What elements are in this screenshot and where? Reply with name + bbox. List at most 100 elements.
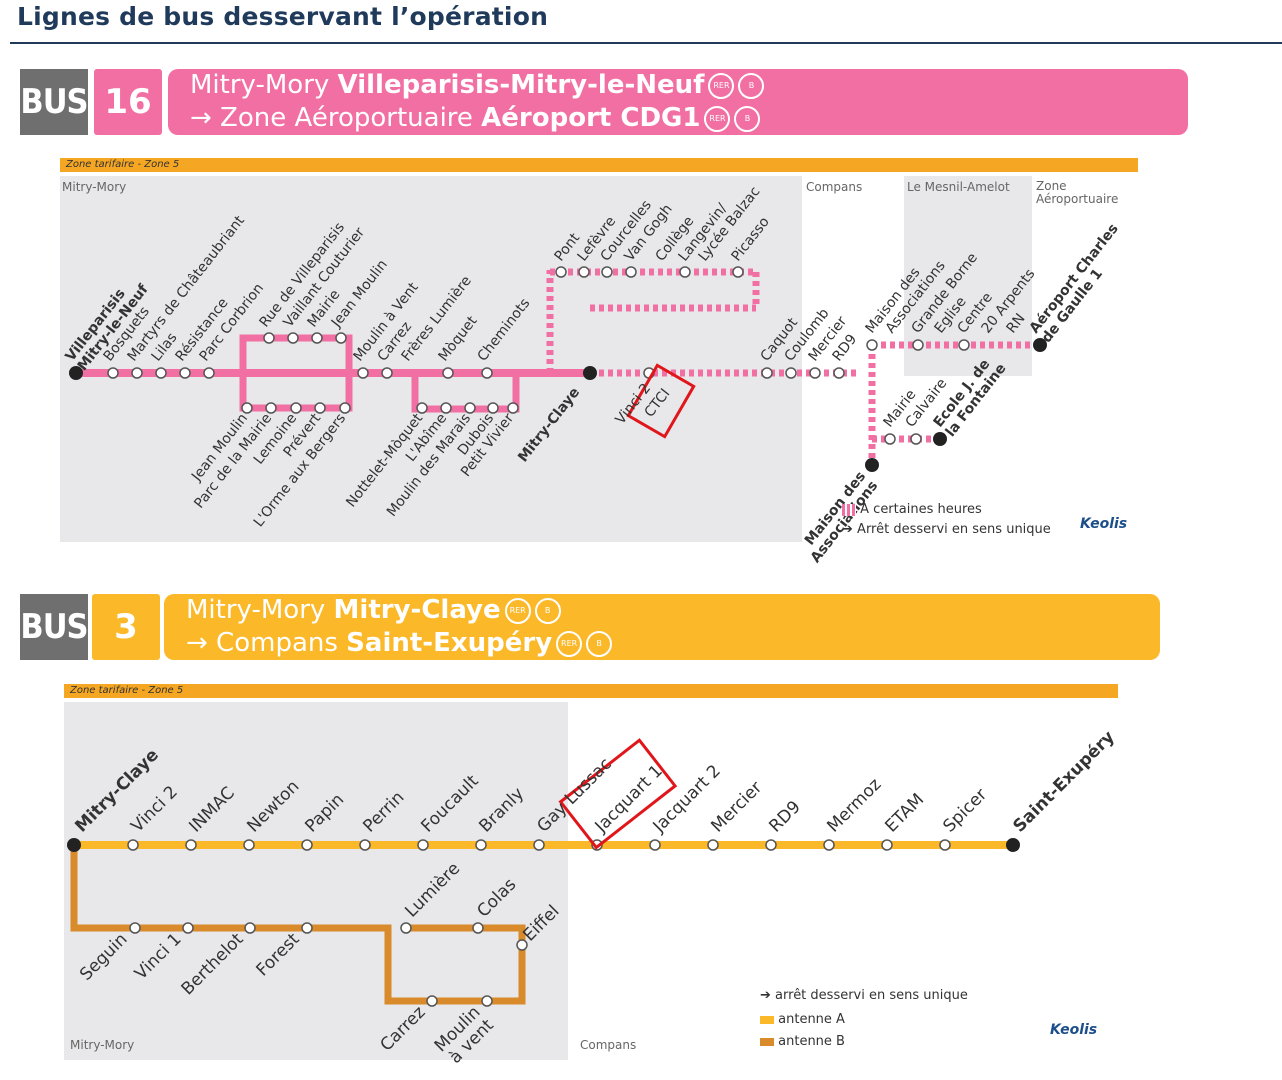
stop-label: Mercier [707,778,766,837]
stop-label: RD9 [765,797,804,836]
stop-label: Papin [301,790,348,837]
bus-3-bus-tag: BUS [20,594,89,660]
rer-b-icon: B [734,105,761,132]
legend-item: A certaines heures [842,502,982,517]
stop-marker [910,433,922,445]
stop-marker [649,839,661,851]
keolis-logo: Keolis [1050,1022,1098,1038]
stop-label: Seguin [76,929,131,984]
stop-marker [182,922,194,934]
page-title: Lignes de bus desservant l’opération [17,2,549,31]
stop-label: Carrez [377,1002,430,1055]
stop-marker [809,367,821,379]
stop-marker [555,266,567,278]
stop-marker [131,367,143,379]
bus-16-number: 16 [94,69,162,135]
legend-item: antenne B [760,1034,845,1049]
bus-3-to-stop: Saint-Exupéry [346,628,553,658]
stop-marker [601,266,613,278]
stop-label: Eiffel [519,901,563,945]
stop-marker [833,367,845,379]
stop-marker [400,922,412,934]
rer-b-icon: B [586,630,613,657]
stop-marker [426,995,438,1007]
stop-marker [785,367,797,379]
stop-marker [679,266,691,278]
bus-16-from-commune: Mitry-Mory [190,70,330,100]
bus-16-to-commune: → Zone Aéroportuaire [190,103,473,133]
stop-marker [464,402,476,414]
stop-marker [243,839,255,851]
stop-marker [823,839,835,851]
rer-icon: RER [708,72,735,99]
stop-label: Perrin [359,788,408,837]
stop-label: ETAM [881,790,928,837]
legend-label: Arrêt desservi en sens unique [857,522,1051,537]
bus-3-antenne-b-line [70,845,526,1005]
stop-marker [481,367,493,379]
stop-marker [287,332,299,344]
antenne-a-swatch [760,1015,774,1024]
stop-marker [155,367,167,379]
stop-label: Berthelot [178,929,248,999]
stop-marker [578,266,590,278]
stop-marker [507,402,519,414]
ctci-highlight [626,363,696,439]
stop-marker [533,839,545,851]
stop-marker [912,339,924,351]
stop-label: Branly [475,784,528,837]
stop-marker [241,402,253,414]
terminus-marker [933,432,947,446]
stop-marker [765,839,777,851]
stop-marker [884,433,896,445]
stop-label: Mermoz [823,774,885,836]
one-way-arrow-icon: ➔ [760,988,771,1003]
stop-marker [179,367,191,379]
stop-marker [440,402,452,414]
stop-label: Colas [473,875,520,922]
stop-marker [472,922,484,934]
bus-3-zone-bar: Zone tarifaire - Zone 5 [64,684,1118,698]
stop-marker [127,839,139,851]
stop-marker [244,922,256,934]
stop-marker [475,839,487,851]
stop-marker [265,402,277,414]
rer-icon: RER [704,105,731,132]
stop-marker [301,922,313,934]
commune-label: Le Mesnil-Amelot [907,180,1010,194]
stop-marker [939,839,951,851]
legend-item: antenne A [760,1012,845,1027]
rer-b-icon: B [738,72,765,99]
terminus-marker [67,838,81,852]
bus-3-from-stop: Mitry-Claye [333,595,501,625]
rer-b-icon: B [534,597,561,624]
bus-16-bus-tag: BUS [20,69,89,135]
bus-3-number: 3 [92,594,160,660]
stop-marker [881,839,893,851]
stop-label: Lumière [401,859,464,922]
terminus-marker [583,366,597,380]
stop-label: Vinci 1 [131,929,185,983]
stop-marker [625,266,637,278]
stop-marker [381,367,393,379]
bus-16-from-stop: Villeparisis-Mitry-le-Neuf [337,70,705,100]
terminus-marker [1006,838,1020,852]
one-way-arrow-icon: ➔ [842,522,853,537]
stop-marker [339,402,351,414]
stop-label: Moulinà vent [431,1002,498,1069]
stop-marker [487,402,499,414]
legend-label: A certaines heures [860,502,982,517]
bus-3-from-commune: Mitry-Mory [186,595,326,625]
stop-marker [481,995,493,1007]
stop-marker [107,367,119,379]
commune-label: Zone Aéroportuaire [1036,179,1119,206]
stop-marker [290,402,302,414]
legend-label: antenne B [778,1034,845,1049]
bus-3-to-commune: → Compans [186,628,338,658]
stop-marker [707,839,719,851]
stop-label: Saint-Exupéry [1009,727,1118,836]
stop-marker [359,839,371,851]
